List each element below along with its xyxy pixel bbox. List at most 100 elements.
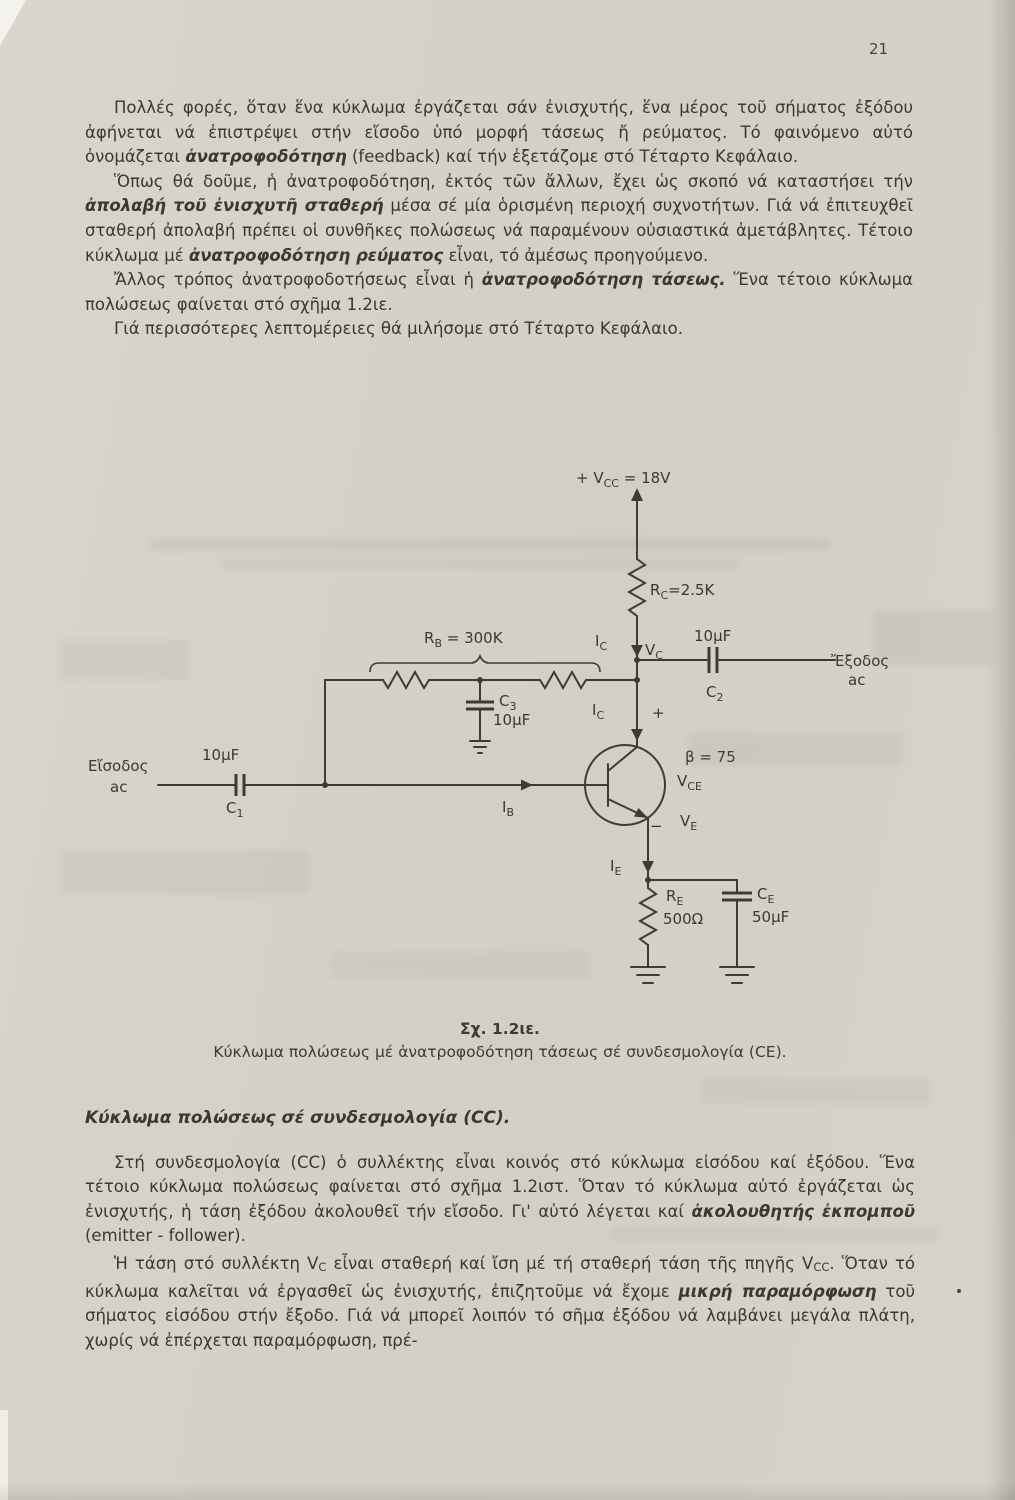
c1-value-label: 10μF: [202, 746, 239, 764]
text-run: Γιά περισσότερες λεπτομέρειες θά μιλήσομ…: [114, 319, 683, 339]
re-resistor: [637, 887, 659, 946]
ic-label-lower: IC: [592, 701, 604, 722]
c3-value-label: 10μF: [493, 711, 530, 729]
emphasis-run: ἀνατροφοδότηση ρεύματος: [188, 245, 444, 265]
ce-name-label: CE: [757, 885, 774, 906]
bleedthrough-artifact: [330, 952, 590, 978]
text-run: Στή συνδεσμολογία (CC) ὁ συλλέκτης εἶναι…: [85, 1152, 915, 1221]
ce-ground: [719, 966, 755, 984]
text-run: Ἄλλος τρόπος ἀνατροφοδοτήσεως εἶναι ἡ: [114, 270, 482, 290]
vcc-supply: + VCC = 18V: [576, 469, 671, 560]
emitter-arrow: [634, 808, 648, 818]
bleedthrough-artifact: [60, 640, 190, 680]
transistor: β = 75 VCE − VE: [584, 744, 736, 835]
circuit-diagram: + VCC = 18V RC=2.5K IC VC 10μF C2 Ἔξοδος…: [88, 469, 889, 984]
text-run: εἶναι σταθερή καί ἴση μέ τή σταθερή τάση…: [326, 1253, 814, 1273]
text-run: Ἡ τάση στό συλλέκτη V: [114, 1253, 319, 1273]
emphasis-run: ἀνατροφοδότηση τάσεως.: [481, 270, 726, 290]
paragraph-1: Πολλές φορές, ὅταν ἕνα κύκλωμα ἐργάζεται…: [85, 96, 913, 170]
paragraph-4: Γιά περισσότερες λεπτομέρειες θά μιλήσομ…: [85, 317, 913, 342]
ic-label-upper: IC: [595, 632, 607, 653]
section-heading: Κύκλωμα πολώσεως σέ συνδεσμολογία (CC).: [85, 1108, 511, 1128]
ic-arrow-upper: [631, 645, 643, 657]
ie-label: IE: [610, 857, 621, 878]
bleedthrough-artifact: [610, 1226, 940, 1241]
input-ac-label: ac: [110, 778, 127, 796]
vc-label: VC: [645, 641, 663, 662]
emphasis-run: μικρή παραμόρφωση: [678, 1281, 877, 1301]
ve-label: VE: [680, 812, 697, 833]
text-run: Ὅπως θά δοῦμε, ἡ ἀνατροφοδότηση, ἐκτός τ…: [114, 171, 913, 191]
emphasis-run: ἀκολουθητής ἐκπομποῦ: [691, 1201, 916, 1221]
rb-resistor-right: [539, 669, 587, 691]
figure-number: Σχ. 1.2ιε.: [460, 1020, 540, 1038]
page-corner-artifact: [0, 0, 26, 46]
ib-label: IB: [502, 798, 514, 819]
output-label: Ἔξοδος: [831, 652, 889, 670]
paragraph-5: Στή συνδεσμολογία (CC) ὁ συλλέκτης εἶναι…: [85, 1151, 915, 1249]
beta-label: β = 75: [685, 748, 736, 766]
c3-ground: [469, 740, 491, 754]
text-run: (emitter - follower).: [85, 1226, 246, 1246]
ce-value-label: 50μF: [752, 908, 789, 926]
emitter-branch: IE RE 500Ω CE 50μF: [610, 817, 789, 984]
section-cc: Κύκλωμα πολώσεως σέ συνδεσμολογία (CC). …: [85, 1106, 915, 1353]
bleedthrough-artifact: [872, 610, 992, 665]
bleedthrough-artifact: [700, 1078, 930, 1104]
rb-brace: [369, 653, 601, 673]
ib-arrow: [521, 779, 533, 791]
c2-name-label: C2: [706, 683, 723, 704]
c3-name-label: C3: [499, 692, 516, 713]
re-ground: [630, 966, 666, 984]
text-run: μέσα σέ μία ὁρισμένη περιοχή συχνοτήτων.…: [85, 196, 913, 265]
text-run: (feedback) καί τήν ἐξετάζομε στό Τέταρτο…: [346, 147, 799, 167]
ie-arrow: [642, 861, 654, 873]
text-run: . Ὅταν τό κύκλωμα καλεῖται νά ἐργασθεῖ ὡ…: [85, 1253, 915, 1301]
input-branch: Εἴσοδος ac 10μF C1 IB: [88, 746, 609, 820]
text-run: Ἕνα τέτοιο κύκλωμα πολώσεως φαίνεται στό…: [85, 270, 913, 314]
ink-dot-artifact: [957, 1289, 961, 1293]
c1-name-label: C1: [226, 799, 243, 820]
bleedthrough-artifact: [60, 850, 310, 895]
bleedthrough-artifact: [150, 538, 830, 551]
figure-caption-text: Κύκλωμα πολώσεως μέ ἀνατροφοδότηση τάσεω…: [213, 1043, 787, 1061]
junction-dots: [322, 657, 651, 883]
re-name-label: RE: [666, 887, 683, 908]
paragraph-3: Ἄλλος τρόπος ἀνατροφοδοτήσεως εἶναι ἡ ἀν…: [85, 268, 913, 317]
output-branch: 10μF C2 Ἔξοδος ac: [636, 627, 889, 704]
c2-value-label: 10μF: [694, 627, 731, 645]
vce-minus-sign: −: [650, 817, 663, 835]
rb-feedback-network: RB = 300K C3 10μF: [324, 629, 638, 786]
emphasis-run: ἀπολαβή τοῦ ἐνισχυτῆ σταθερή: [85, 196, 384, 216]
subscript-run: C: [318, 1259, 327, 1274]
vcc-label: + VCC = 18V: [576, 469, 671, 490]
rc-label: RC=2.5K: [650, 581, 716, 602]
vce-label: VCE: [677, 772, 702, 793]
transistor-body: [584, 744, 666, 826]
text-run: τοῦ σήματος εἰσόδου στήν ἔξοδο. Γιά νά μ…: [85, 1281, 916, 1350]
page-number: 21: [869, 40, 889, 58]
text-run: εἶναι, τό ἀμέσως προηγούμενο.: [443, 245, 709, 265]
body-text: Πολλές φορές, ὅταν ἕνα κύκλωμα ἐργάζεται…: [85, 96, 913, 342]
input-label: Εἴσοδος: [88, 757, 148, 775]
re-value-label: 500Ω: [663, 910, 703, 928]
page-edge-shadow: [987, 0, 1015, 1500]
subscript-run: CC: [813, 1259, 830, 1274]
paragraph-6: Ἡ τάση στό συλλέκτη VC εἶναι σταθερή καί…: [85, 1252, 915, 1353]
page-corner-artifact: [0, 1410, 8, 1500]
bleedthrough-artifact: [688, 732, 903, 766]
emphasis-run: ἀνατροφοδότηση: [185, 147, 347, 167]
rb-resistor-left: [382, 669, 430, 691]
collector-wire-upper: IC VC: [595, 615, 663, 662]
figure-caption: Σχ. 1.2ιε. Κύκλωμα πολώσεως μέ ἀνατροφοδ…: [85, 1020, 915, 1061]
text-run: Πολλές φορές, ὅταν ἕνα κύκλωμα ἐργάζεται…: [85, 98, 913, 167]
rb-label: RB = 300K: [424, 629, 504, 650]
vce-plus-sign: +: [652, 704, 665, 722]
collector-wire-lower: IC +: [592, 659, 665, 747]
ic-arrow-lower: [631, 729, 643, 741]
rc-resistor: RC=2.5K: [626, 558, 716, 617]
bleedthrough-artifact: [220, 558, 740, 569]
paragraph-2: Ὅπως θά δοῦμε, ἡ ἀνατροφοδότηση, ἐκτός τ…: [85, 170, 913, 268]
output-ac-label: ac: [848, 671, 865, 689]
